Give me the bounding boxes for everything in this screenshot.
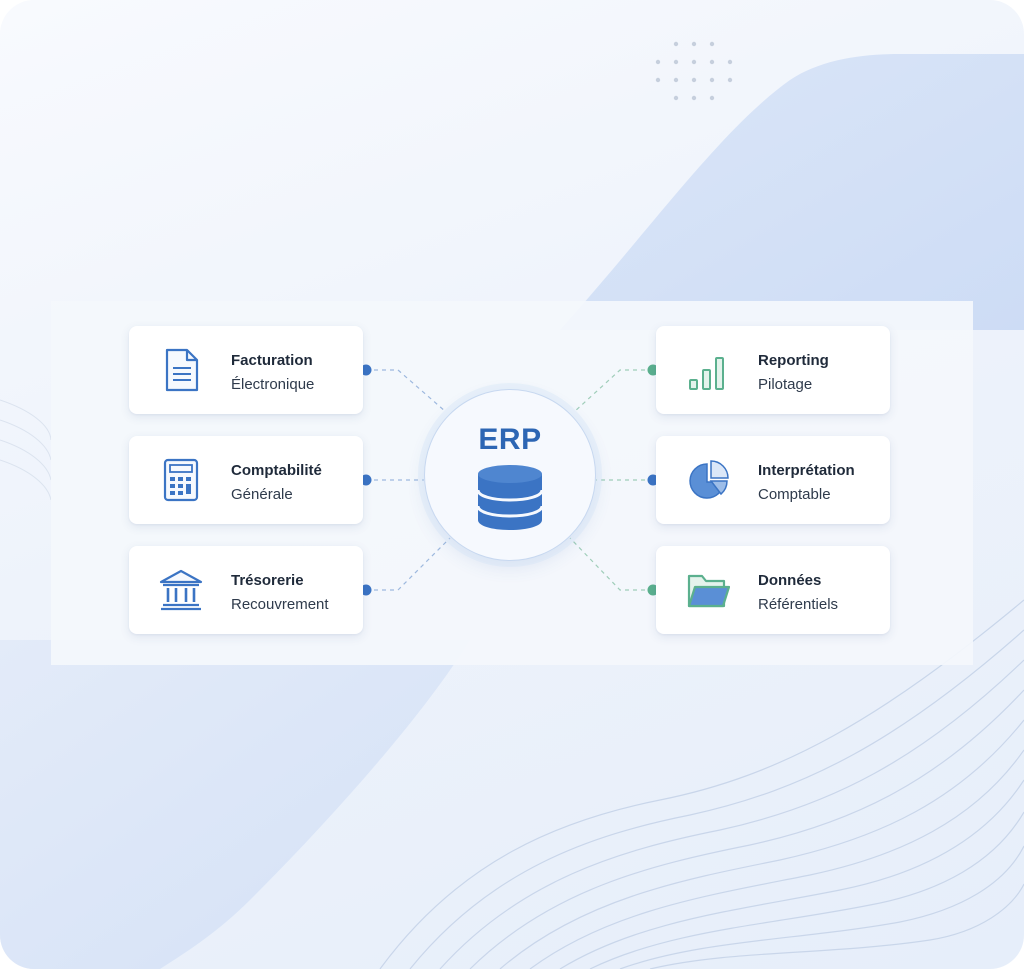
bar-chart-icon bbox=[689, 357, 724, 390]
card-tresorerie[interactable]: Trésorerie Recouvrement bbox=[129, 546, 363, 634]
connector-reporting bbox=[573, 369, 653, 413]
card-subtitle: Électronique bbox=[231, 376, 315, 393]
bottom-left-blob bbox=[0, 640, 470, 969]
node-dot-donnees bbox=[647, 584, 659, 596]
folder-icon bbox=[687, 574, 730, 608]
card-subtitle: Référentiels bbox=[758, 596, 839, 613]
card-title: Facturation bbox=[231, 352, 313, 369]
card-title: Données bbox=[758, 572, 822, 589]
card-title: Trésorerie bbox=[231, 572, 304, 589]
bank-icon bbox=[159, 569, 203, 611]
card-title: Comptabilité bbox=[231, 462, 322, 479]
erp-hub: ERP bbox=[424, 389, 596, 561]
card-subtitle: Générale bbox=[231, 486, 293, 503]
calculator-icon bbox=[163, 458, 199, 502]
card-subtitle: Pilotage bbox=[758, 376, 813, 393]
wave-lines bbox=[379, 599, 1024, 969]
connector-tresorerie bbox=[366, 537, 451, 591]
card-subtitle: Comptable bbox=[758, 486, 831, 503]
node-dot-comptabilite bbox=[360, 474, 372, 486]
left-lines bbox=[0, 399, 52, 501]
connector-donnees bbox=[569, 537, 653, 591]
node-dot-reporting bbox=[647, 364, 659, 376]
card-subtitle: Recouvrement bbox=[231, 596, 329, 613]
dot-grid bbox=[655, 41, 733, 101]
document-icon bbox=[165, 348, 199, 392]
card-comptabilite[interactable]: Comptabilité Générale bbox=[129, 436, 363, 524]
erp-title: ERP bbox=[478, 423, 542, 456]
card-title: Reporting bbox=[758, 352, 829, 369]
pie-chart-icon bbox=[689, 460, 729, 499]
database-icon bbox=[476, 465, 544, 530]
card-title: Interprétation bbox=[758, 462, 855, 479]
card-facturation[interactable]: Facturation Électronique bbox=[129, 326, 363, 414]
card-reporting[interactable]: Reporting Pilotage bbox=[656, 326, 890, 414]
card-donnees[interactable]: Données Référentiels bbox=[656, 546, 890, 634]
node-dot-tresorerie bbox=[360, 584, 372, 596]
connector-facturation bbox=[366, 369, 447, 413]
node-dot-facturation bbox=[360, 364, 372, 376]
card-interpretation[interactable]: Interprétation Comptable bbox=[656, 436, 890, 524]
top-right-blob bbox=[560, 54, 1024, 330]
node-dot-interpretation bbox=[647, 474, 659, 486]
